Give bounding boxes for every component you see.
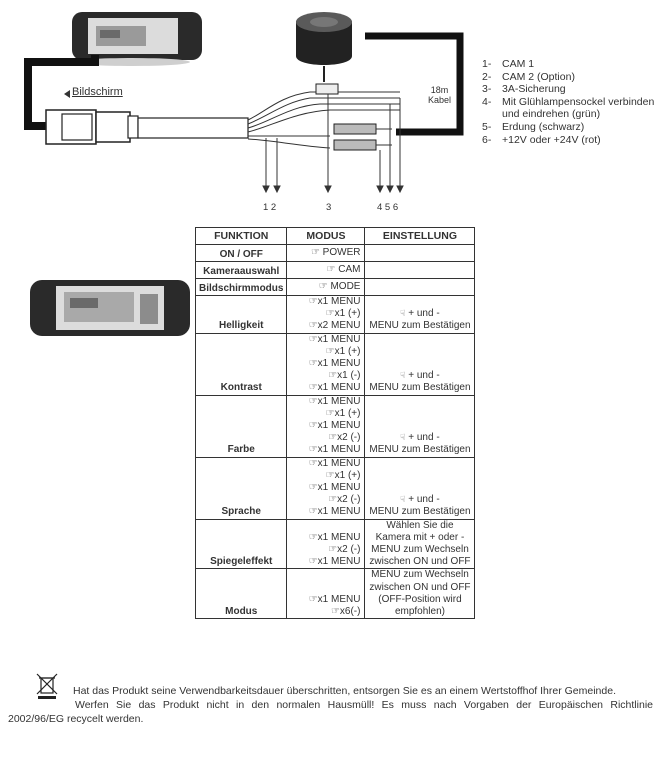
monitor-icon xyxy=(72,12,202,66)
hand-icon: ☟ xyxy=(400,432,406,443)
table-row: Bildschirmmodus ☞ MODE xyxy=(194,278,476,296)
table-row: Spiegeleffekt ☞x1 MENU☞x2 (-)☞x1 MENU Wä… xyxy=(194,518,476,570)
notice-line-3: 2002/96/EG recycelt werden. xyxy=(8,713,144,725)
hand-icon: ☟ xyxy=(400,308,406,319)
arrow-icon xyxy=(64,90,70,98)
cable-label: 18m Kabel xyxy=(428,85,452,105)
monitor-icon xyxy=(30,280,190,336)
legend-item: 4-Mit Glühlampensockel verbinden xyxy=(482,95,655,108)
weee-bin-icon xyxy=(36,673,58,699)
notice-line-1: Hat das Produkt seine Verwendbarkeitsdau… xyxy=(73,685,616,697)
disposal-notice: Hat das Produkt seine Verwendbarkeitsdau… xyxy=(8,684,653,726)
legend-item: und eindrehen (grün) xyxy=(502,108,601,121)
legend-item: 5-Erdung (schwarz) xyxy=(482,120,585,133)
camera-icon xyxy=(296,12,352,82)
table-row: Helligkeit ☞x1 MENU☞x1 (+)☞x2 MENU ☟ + u… xyxy=(194,295,476,334)
pin-label-3: 3 xyxy=(326,202,332,213)
table-row: Sprache ☞x1 MENU☞x1 (+)☞x1 MENU☞x2 (-)☞x… xyxy=(194,456,476,520)
pin-label-1-2: 1 2 xyxy=(263,202,277,213)
table-row: Kontrast ☞x1 MENU☞x1 (+)☞x1 MENU☞x1 (-)☞… xyxy=(194,332,476,396)
table-row: Kameraauswahl ☞ CAM xyxy=(194,261,476,279)
header-einstellung: EINSTELLUNG xyxy=(364,227,476,245)
legend-item: 6-+12V oder +24V (rot) xyxy=(482,133,601,146)
legend-item: 2-CAM 2 (Option) xyxy=(482,70,575,83)
wiring-diagram xyxy=(24,12,464,194)
wiring-legend: 1-CAM 1 2-CAM 2 (Option) 3-3A-Sicherung … xyxy=(482,58,658,146)
legend-item: 3-3A-Sicherung xyxy=(482,83,566,96)
hand-icon: ☟ xyxy=(400,494,406,505)
table-row: Farbe ☞x1 MENU☞x1 (+)☞x1 MENU☞x2 (-)☞x1 … xyxy=(194,394,476,458)
notice-line-2: Werfen Sie das Produkt nicht in den norm… xyxy=(75,699,653,711)
function-table: FUNKTION MODUS EINSTELLUNG ON / OFF ☞ PO… xyxy=(194,227,476,620)
screen-label: Bildschirm xyxy=(72,86,123,98)
hand-icon: ☟ xyxy=(400,370,406,381)
header-modus: MODUS xyxy=(286,227,366,245)
rca-connector-icon xyxy=(333,123,392,151)
connector-icon xyxy=(45,109,249,145)
table-row: ON / OFF ☞ POWER xyxy=(194,244,476,262)
table-row: Modus ☞x1 MENU☞x6(-) MENU zum Wechseln z… xyxy=(194,568,476,620)
header-funktion: FUNKTION xyxy=(194,227,288,245)
legend-item: 1-CAM 1 xyxy=(482,58,535,70)
pin-label-4-5-6: 4 5 6 xyxy=(377,202,399,213)
